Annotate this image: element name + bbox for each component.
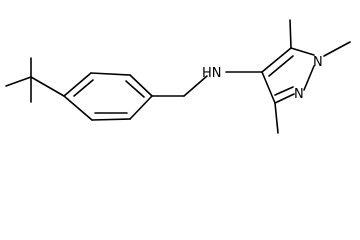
bond-pyrazole-c5-n1 <box>290 47 315 56</box>
atom-labels: HN N N <box>202 55 323 102</box>
bond-benzene-2 <box>90 72 131 76</box>
bond-pyrazole-n1-n2 <box>303 65 315 91</box>
bond-benzene-5 <box>91 118 131 121</box>
chemical-structure-figure: HN N N <box>5 19 351 134</box>
pyrazole-n1-label: N <box>313 55 323 70</box>
bond-pyrazole-c4-c5 <box>261 47 292 73</box>
bond-tbutyl-to-ring <box>30 76 65 97</box>
bond-c5-methyl <box>289 19 292 49</box>
bond-benzene-double-a <box>73 79 94 97</box>
bond-benzene-double-b <box>125 80 145 98</box>
bond-ch2-to-nh <box>183 75 208 97</box>
bond-pyrazole-c3-c4 <box>261 71 276 104</box>
pyrazole-n2-label: N <box>294 87 304 102</box>
bond-benzene-4 <box>129 95 153 120</box>
bond-pyrazole-c4-c5-double <box>268 55 294 77</box>
bond-benzene-3 <box>129 74 153 97</box>
bond-pyrazole-n2-c3 <box>274 93 295 104</box>
bond-c3-methyl <box>274 102 279 134</box>
molecule-drawing: HN N N <box>5 19 351 134</box>
bond-benzene-6 <box>63 95 93 121</box>
amine-nh-label: HN <box>202 66 222 81</box>
bond-skeleton <box>5 19 351 134</box>
bond-n1-methyl <box>323 41 351 57</box>
bond-pyrazole-n2-c3-double <box>274 86 294 96</box>
bond-tbutyl-methyl-left <box>5 76 32 87</box>
bond-benzene-1 <box>63 72 92 97</box>
